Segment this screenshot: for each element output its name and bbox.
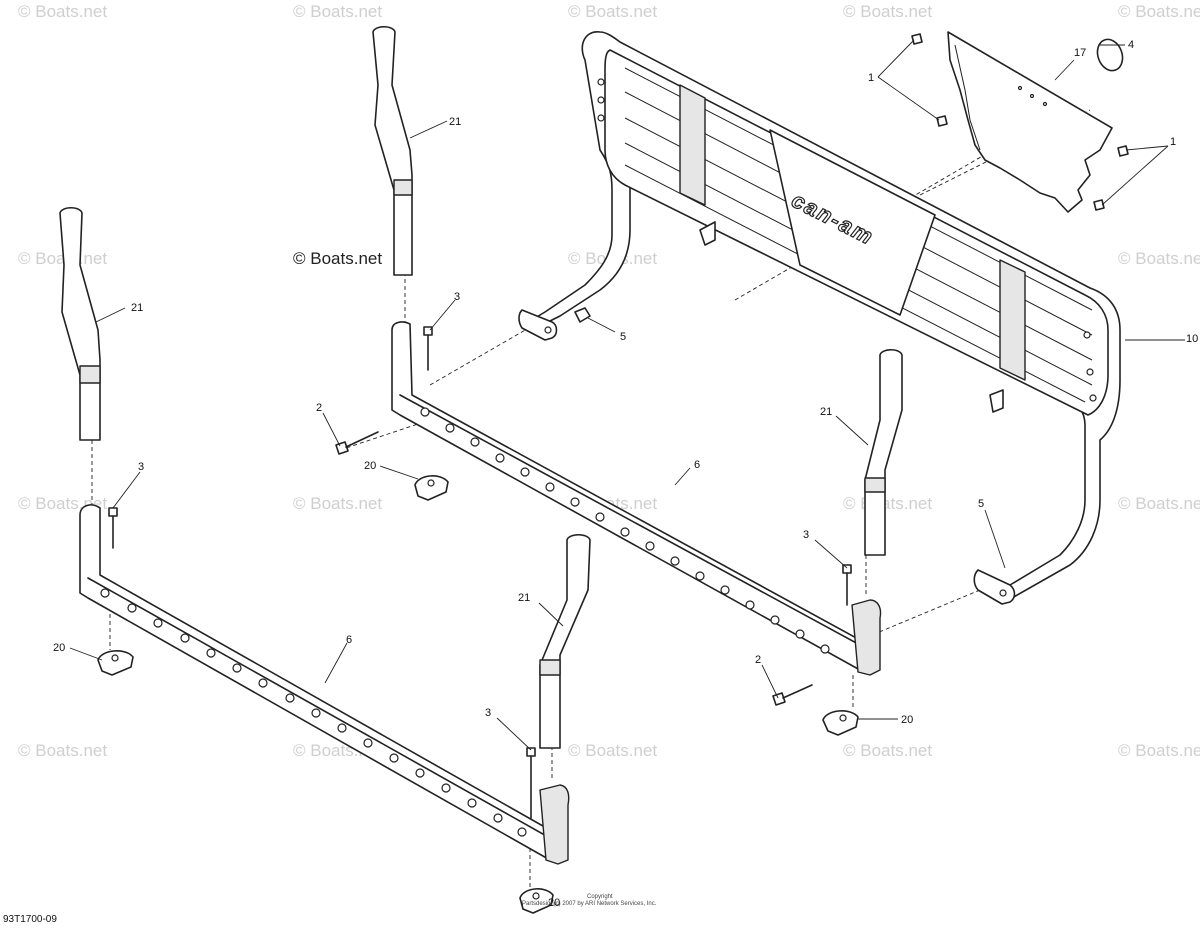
upright-post	[539, 533, 591, 749]
upright-post	[372, 25, 413, 276]
callout-label: 4	[1128, 39, 1134, 51]
screw	[335, 431, 379, 455]
callout-label: 21	[820, 406, 832, 418]
watermark: © Boats.net	[1118, 741, 1200, 760]
callout-label: 6	[346, 634, 352, 646]
cross-bar	[391, 321, 882, 676]
callout-label: 2	[755, 654, 761, 666]
callout-label: 2	[316, 402, 322, 414]
cross-bar	[79, 504, 570, 865]
diagram-reference-code: 93T1700-09	[3, 914, 57, 925]
mounting-bracket	[518, 307, 591, 341]
bolt-small	[911, 33, 1129, 211]
callout-label: 3	[803, 529, 809, 541]
callout-label: 20	[901, 714, 913, 726]
screw	[772, 684, 813, 706]
bolt-long	[526, 747, 536, 819]
round-cap	[1096, 38, 1124, 72]
watermark: © Boats.net	[293, 249, 382, 268]
copyright-title: Copyright	[587, 894, 613, 900]
watermark: © Boats.net	[843, 741, 932, 760]
callout-label: 21	[449, 116, 461, 128]
leader-lines	[69, 39, 1185, 751]
watermark: © Boats.net	[843, 2, 932, 21]
callout-label: 21	[518, 592, 530, 604]
watermark: © Boats.net	[1118, 494, 1200, 513]
upright-post	[59, 206, 101, 441]
callout-label: 20	[548, 897, 560, 909]
bolt-long	[108, 507, 118, 549]
callout-label: 20	[53, 642, 65, 654]
foot-plate	[519, 888, 554, 914]
callout-label: 3	[454, 291, 460, 303]
watermark: © Boats.net	[293, 2, 382, 21]
watermark: © Boats.net	[568, 741, 657, 760]
watermark: © Boats.net	[18, 741, 107, 760]
watermark: © Boats.net	[1118, 2, 1200, 21]
watermark: © Boats.net	[18, 249, 107, 268]
bolt-long	[842, 564, 852, 606]
bolt-long	[423, 326, 433, 371]
upright-post	[864, 348, 903, 556]
foot-plate	[822, 710, 859, 736]
watermark: © Boats.net	[1118, 249, 1200, 268]
callout-label: 1	[868, 72, 874, 84]
callout-label: 17	[1074, 47, 1086, 59]
foot-plate	[97, 650, 134, 676]
foot-plate	[414, 475, 449, 501]
callout-label: 21	[131, 302, 143, 314]
mounting-plate	[947, 31, 1113, 213]
bar-holes	[420, 407, 830, 654]
watermark: © Boats.net	[843, 494, 932, 513]
backrest-frame: can-am	[534, 31, 1121, 599]
copyright-notice: Partsdesign(c) 2007 by ARI Network Servi…	[522, 901, 657, 907]
callout-label: 3	[138, 461, 144, 473]
callout-label: 1	[1170, 136, 1176, 148]
bar-holes	[100, 588, 527, 837]
callout-label: 10	[1186, 333, 1198, 345]
callout-label: 20	[364, 460, 376, 472]
watermark: © Boats.net	[568, 2, 657, 21]
callout-label: 3	[485, 707, 491, 719]
watermark: © Boats.net	[293, 494, 382, 513]
watermark: © Boats.net	[18, 2, 107, 21]
callout-labels: 1 1 4 17 10 21 21 21 21 3 3 3 3 5 5 2 2 …	[53, 39, 1198, 909]
callout-label: 6	[694, 459, 700, 471]
mounting-bracket	[973, 569, 1016, 605]
callout-label: 5	[978, 498, 984, 510]
callout-label: 5	[620, 331, 626, 343]
